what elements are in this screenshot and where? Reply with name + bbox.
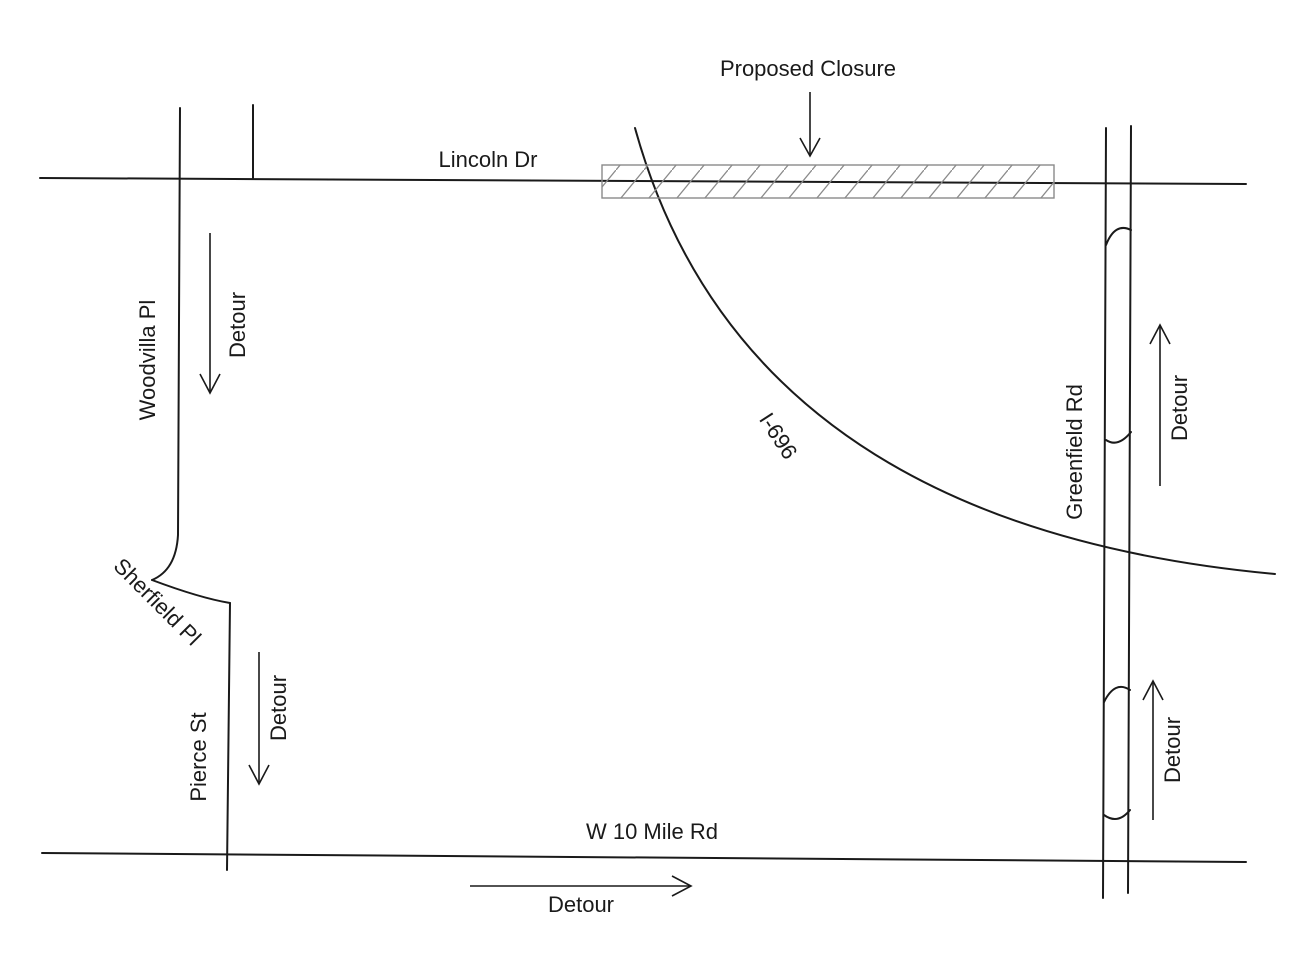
detour-arrow-up-icon [1142, 679, 1164, 820]
closure-label: Proposed Closure [720, 56, 896, 81]
sherfield-pl-label: Sherfield Pl [109, 553, 206, 650]
woodvilla-pl-label: Woodvilla Pl [135, 300, 160, 421]
closure-arrow-icon [799, 92, 821, 158]
i696-highway [634, 127, 1276, 575]
woodvilla-pl-road [151, 107, 181, 581]
detour-label: Detour [1160, 717, 1185, 783]
pierce-st-label: Pierce St [186, 712, 211, 801]
detour-label: Detour [225, 292, 250, 358]
pierce-st-road [226, 602, 231, 871]
lincoln-dr-label: Lincoln Dr [438, 147, 537, 172]
w10-mile-rd-road [41, 852, 1247, 863]
detour-arrow-down-icon [199, 233, 221, 395]
greenfield-rd-west-edge [1102, 127, 1107, 899]
closure-hatched-area [601, 164, 1055, 199]
w10-mile-rd-label: W 10 Mile Rd [586, 819, 718, 844]
greenfield-rd-label: Greenfield Rd [1062, 384, 1087, 520]
detour-arrow-down-icon [248, 652, 270, 786]
i696-label: I-696 [754, 408, 802, 464]
detour-label: Detour [266, 675, 291, 741]
detour-arrow-up-icon [1149, 323, 1171, 486]
greenfield-median-lower [1103, 686, 1131, 820]
detour-label: Detour [548, 892, 614, 917]
greenfield-median-upper [1105, 226, 1132, 444]
greenfield-rd-east-edge [1127, 125, 1132, 894]
sherfield-pl-road [151, 579, 231, 604]
detour-arrow-right-icon [470, 875, 693, 897]
detour-label: Detour [1167, 375, 1192, 441]
